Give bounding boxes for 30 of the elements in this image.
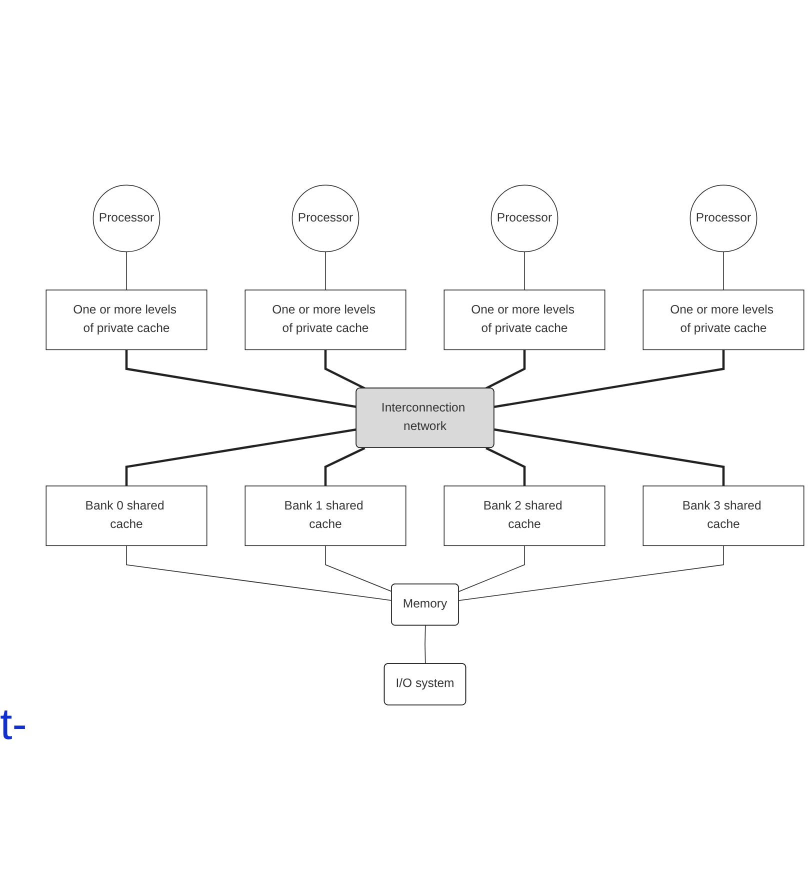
connector <box>125 428 357 486</box>
connector <box>723 250 724 290</box>
connector <box>494 349 725 408</box>
connector <box>126 250 127 290</box>
node-box: One or more levels of private cache <box>642 289 804 350</box>
connector <box>325 544 392 592</box>
node-box: One or more levels of private cache <box>444 289 606 350</box>
connector <box>494 428 725 486</box>
node-box: Bank 2 shared cache <box>444 485 606 546</box>
connector <box>458 544 525 592</box>
connector <box>486 349 526 389</box>
node-circle: Processor <box>690 184 758 252</box>
connector <box>524 250 525 290</box>
connector <box>324 446 366 486</box>
connector <box>424 624 426 664</box>
connector <box>324 349 366 389</box>
node-box: One or more levels of private cache <box>244 289 406 350</box>
node-box: Bank 0 shared cache <box>46 485 208 546</box>
node-box: Bank 3 shared cache <box>642 485 804 546</box>
node-circle: Processor <box>92 184 160 252</box>
connector <box>126 544 392 600</box>
connector <box>486 446 526 486</box>
node-circle: Processor <box>292 184 360 252</box>
node-circle: Processor <box>490 184 558 252</box>
connector <box>125 349 357 408</box>
connector <box>458 544 724 600</box>
node-box: Bank 1 shared cache <box>244 485 406 546</box>
connector <box>325 250 326 290</box>
text-fragment: t- <box>0 700 27 750</box>
node-box: One or more levels of private cache <box>46 289 208 350</box>
